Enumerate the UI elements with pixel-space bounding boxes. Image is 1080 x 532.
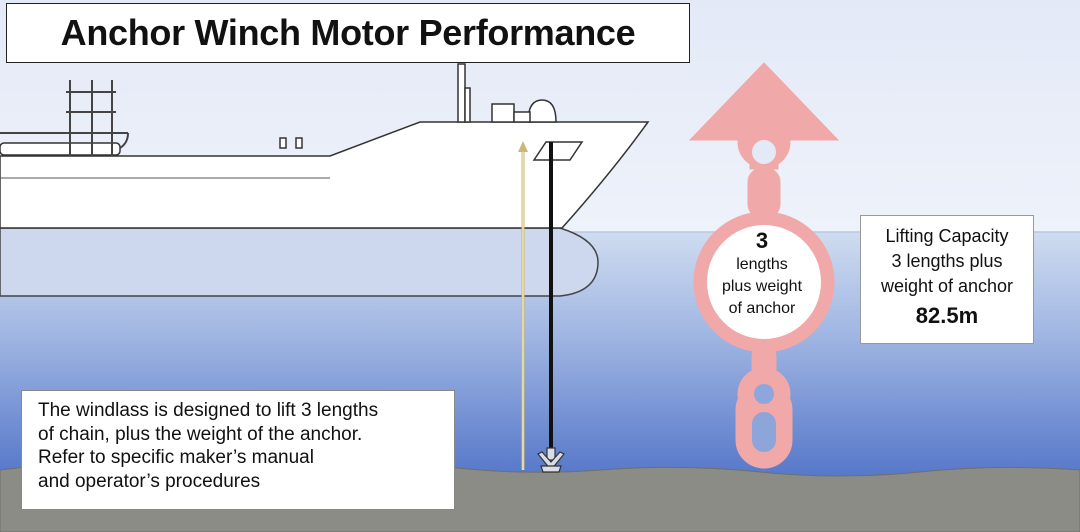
note-line: Refer to specific maker’s manual bbox=[38, 447, 314, 468]
deck-crane bbox=[66, 80, 116, 156]
deck-pipe bbox=[0, 142, 121, 156]
title-box: Anchor Winch Motor Performance bbox=[6, 3, 690, 63]
ring-label-line: of anchor bbox=[728, 300, 796, 317]
page-title: Anchor Winch Motor Performance bbox=[60, 12, 636, 53]
ship-bulbous-bow bbox=[0, 227, 599, 297]
note-line: The windlass is designed to lift 3 lengt… bbox=[38, 400, 379, 421]
forecastle-mast bbox=[457, 63, 466, 123]
ring-label-line: lengths bbox=[736, 256, 788, 273]
ring-label-line: plus weight bbox=[721, 278, 803, 295]
lifting-capacity-box: Lifting Capacity 3 lengths plus weight o… bbox=[860, 215, 1034, 344]
hawse-pipe bbox=[532, 141, 584, 161]
capacity-line: Lifting Capacity bbox=[885, 226, 1009, 246]
anchor-icon bbox=[537, 447, 565, 473]
capacity-line: 3 lengths plus bbox=[891, 251, 1003, 271]
windlass-note-box: The windlass is designed to lift 3 lengt… bbox=[21, 390, 455, 510]
ship bbox=[0, 63, 650, 297]
ship-hull bbox=[0, 121, 650, 229]
forecastle-dome bbox=[527, 99, 557, 123]
depth-guide-rod bbox=[518, 141, 528, 470]
ring-label: 3 lengths plus weight of anchor bbox=[706, 228, 818, 320]
forecastle-box bbox=[491, 103, 515, 123]
note-line: of chain, plus the weight of the anchor. bbox=[38, 423, 363, 445]
note-line: and operator’s procedures bbox=[38, 470, 261, 492]
ring-label-number: 3 bbox=[755, 228, 769, 253]
capacity-value: 82.5m bbox=[915, 303, 979, 328]
arrow-up-small-icon bbox=[518, 141, 528, 152]
capacity-line: weight of anchor bbox=[880, 276, 1014, 296]
